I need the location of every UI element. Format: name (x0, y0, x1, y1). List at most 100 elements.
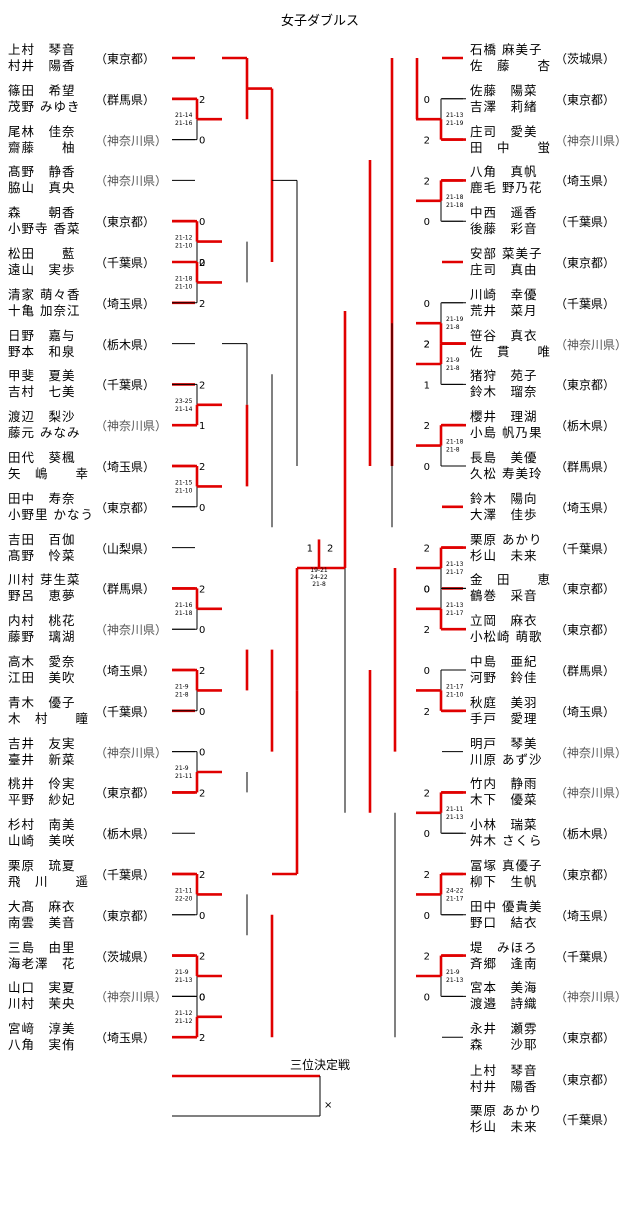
game-score: 2 (424, 421, 430, 432)
player-name: 森 朝香 (8, 205, 76, 221)
game-score: 2 (424, 788, 430, 799)
set-score: 21-9 (446, 357, 460, 364)
game-score: 2 (199, 95, 205, 106)
game-score: 0 (424, 829, 430, 840)
prefecture-label: （東京都） (95, 52, 156, 66)
player-name: 柳下 生帆 (470, 874, 538, 889)
prefecture-label: （東京都） (95, 908, 156, 923)
set-score: 21-13 (446, 602, 464, 609)
player-name: 吉井 友実 (8, 735, 76, 751)
player-name: 野口 結衣 (470, 914, 538, 930)
prefecture-label: （埼玉県） (555, 174, 616, 189)
player-name: 小松崎 萌歌 (470, 629, 543, 645)
prefecture-label: （群馬県） (555, 460, 616, 474)
game-score: 2 (199, 258, 205, 269)
player-name: 渡辺 梨沙 (8, 409, 76, 425)
set-score: 21-9 (446, 969, 460, 976)
prefecture-label: （東京都） (95, 786, 156, 801)
prefecture-label: （千葉県） (95, 378, 156, 393)
prefecture-label: （東京都） (555, 868, 616, 882)
set-score: 21-8 (446, 324, 460, 331)
player-name: 野呂 恵夢 (8, 588, 76, 604)
player-name: 栗原 琉夏 (8, 858, 76, 873)
game-score: 0 (199, 911, 205, 922)
set-score: 21-17 (446, 895, 464, 902)
set-score: 21-9 (175, 683, 189, 690)
prefecture-label: （茨城県） (555, 52, 616, 66)
game-score: 2 (199, 666, 205, 677)
player-name: 日野 嘉与 (8, 327, 76, 343)
player-name: 青木 優子 (8, 694, 76, 710)
set-score: 21-13 (446, 561, 464, 568)
set-score: 21-11 (175, 887, 193, 894)
set-score: 21-16 (175, 602, 193, 609)
game-score: 2 (424, 707, 430, 718)
set-score: 21-11 (175, 773, 193, 780)
set-score: 21-10 (175, 283, 193, 290)
game-score: 2 (199, 299, 205, 310)
prefecture-label: （栃木県） (555, 827, 616, 842)
game-score: 0 (424, 95, 430, 106)
set-score: 21-12 (175, 235, 193, 242)
player-name: 遠山 実歩 (8, 262, 76, 277)
player-name: 村井 陽香 (8, 58, 76, 73)
player-name: 吉村 七美 (8, 384, 76, 400)
player-name: 櫻井 理湖 (470, 409, 538, 425)
player-name: 清家 萌々香 (8, 286, 81, 302)
set-score: 21-13 (446, 977, 464, 984)
prefecture-label: （神奈川県） (555, 990, 628, 1005)
player-name: 吉澤 莉緒 (470, 98, 538, 114)
player-name: 高木 愛奈 (8, 654, 76, 669)
prefecture-label: （千葉県） (555, 1113, 616, 1127)
player-name: 後藤 彩音 (470, 221, 538, 237)
player-name: 小林 瑞菜 (470, 817, 538, 833)
game-score: 2 (424, 340, 430, 351)
final-set-score: 21-8 (312, 581, 326, 588)
set-score: 21-18 (446, 194, 464, 201)
player-name: 栗原 あかり (470, 531, 543, 547)
game-score: 0 (199, 258, 205, 269)
prefecture-label: （山梨県） (95, 541, 156, 556)
player-name: 矢 嶋 幸 (8, 466, 90, 481)
player-name: 佐 貫 唯 (470, 343, 552, 359)
player-name: 鶴巻 采音 (470, 588, 538, 604)
player-name: 鈴木 陽向 (470, 490, 538, 506)
player-name: 髙野 静香 (8, 164, 76, 180)
player-name: 安部 菜美子 (470, 246, 543, 261)
player-name: 立岡 麻衣 (470, 613, 538, 629)
player-name: 尾林 佳奈 (8, 123, 76, 139)
game-score: 2 (199, 870, 205, 881)
prefecture-label: （埼玉県） (555, 500, 616, 515)
player-name: 飛 川 遥 (8, 874, 90, 889)
player-name: 上村 琴音 (470, 1063, 538, 1078)
player-name: 髙野 怜菜 (8, 547, 76, 563)
prefecture-label: （東京都） (555, 623, 616, 638)
player-name: 十亀 加奈江 (8, 302, 81, 318)
player-name: 笹谷 真衣 (470, 327, 538, 343)
player-name: 佐藤 陽菜 (470, 82, 538, 98)
player-name: 野本 和泉 (8, 343, 76, 359)
final-set-score: 24-22 (310, 574, 328, 581)
final-game-score: 2 (327, 544, 333, 555)
prefecture-label: （千葉県） (95, 868, 156, 882)
player-name: 海老澤 花 (8, 955, 76, 971)
game-score: 2 (199, 952, 205, 963)
prefecture-label: （神奈川県） (95, 745, 168, 760)
player-name: 江田 美吹 (8, 670, 76, 685)
set-score: 21-9 (175, 765, 189, 772)
final-set-score: 19-21 (310, 567, 328, 574)
set-score: 21-18 (175, 610, 193, 617)
prefecture-label: （千葉県） (555, 215, 616, 230)
set-score: 21-14 (175, 112, 193, 119)
player-name: 村井 陽香 (470, 1079, 538, 1094)
player-name: 金 田 恵 (470, 572, 552, 588)
prefecture-label: （神奈川県） (95, 623, 168, 638)
set-score: 21-14 (175, 406, 193, 413)
prefecture-label: （神奈川県） (555, 745, 628, 760)
player-name: 栗原 あかり (470, 1103, 543, 1118)
player-name: 杉村 南美 (8, 817, 76, 833)
player-name: 中西 遥香 (470, 205, 538, 221)
player-name: 篠田 希望 (8, 82, 76, 98)
game-score: 2 (199, 584, 205, 595)
